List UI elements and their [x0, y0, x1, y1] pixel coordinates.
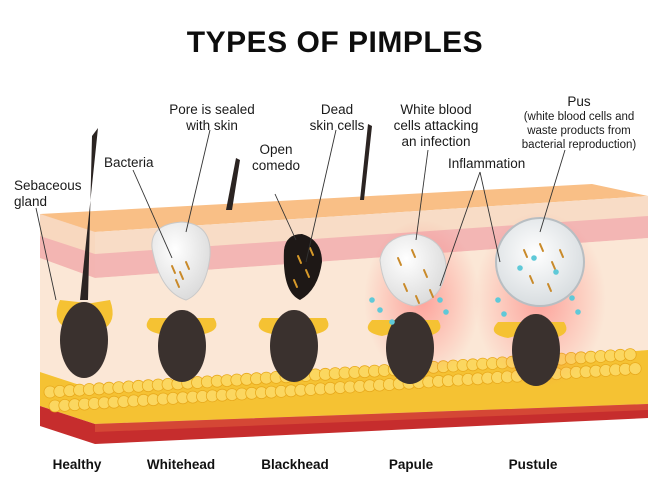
follicle-papule: [367, 233, 447, 384]
stage-healthy: Healthy: [52, 457, 102, 472]
hair-whitehead: [226, 158, 240, 210]
stage-whitehead: Whitehead: [146, 457, 216, 472]
label-pus: Pus (white blood cells and waste product…: [506, 94, 652, 152]
label-line: gland: [14, 194, 48, 209]
label-line: White blood: [400, 102, 472, 117]
follicle-pustule: [493, 217, 585, 386]
label-white-blood-cells: White blood cells attacking an infection: [386, 102, 486, 150]
label-line: Open: [259, 142, 293, 157]
stage-pustule: Pustule: [508, 457, 558, 472]
stage-blackhead: Blackhead: [261, 457, 329, 472]
label-line: Pus: [567, 94, 591, 109]
skin-surface: [40, 184, 648, 232]
follicle-whitehead: [146, 221, 217, 382]
bacteria-specks: [171, 243, 581, 325]
label-open-comedo: Open comedo: [244, 142, 308, 174]
label-line: (white blood cells and: [523, 111, 635, 123]
label-line: Dead: [320, 102, 354, 117]
label-line: cells attacking: [393, 118, 479, 133]
label-line: skin cells: [309, 118, 365, 133]
label-sebaceous-gland: Sebaceous gland: [14, 178, 82, 210]
label-dead-skin-cells: Dead skin cells: [296, 102, 378, 134]
label-pore-sealed: Pore is sealed with skin: [160, 102, 264, 134]
label-line: comedo: [251, 158, 301, 173]
label-line: bacterial reproduction): [521, 139, 637, 151]
page-title: TYPES OF PIMPLES: [186, 26, 484, 59]
label-line: waste products from: [527, 125, 631, 137]
label-line: Pore is sealed: [169, 102, 255, 117]
follicle-healthy: [56, 128, 113, 378]
hair-papule: [360, 124, 372, 200]
label-line: with skin: [186, 118, 238, 133]
label-line: Sebaceous: [14, 178, 82, 193]
follicle-blackhead: [258, 234, 329, 382]
label-bacteria: Bacteria: [104, 155, 154, 170]
stage-papule: Papule: [388, 457, 434, 472]
leader-lines: [35, 129, 566, 301]
label-line: an infection: [401, 134, 471, 149]
label-inflammation: Inflammation: [448, 156, 526, 171]
